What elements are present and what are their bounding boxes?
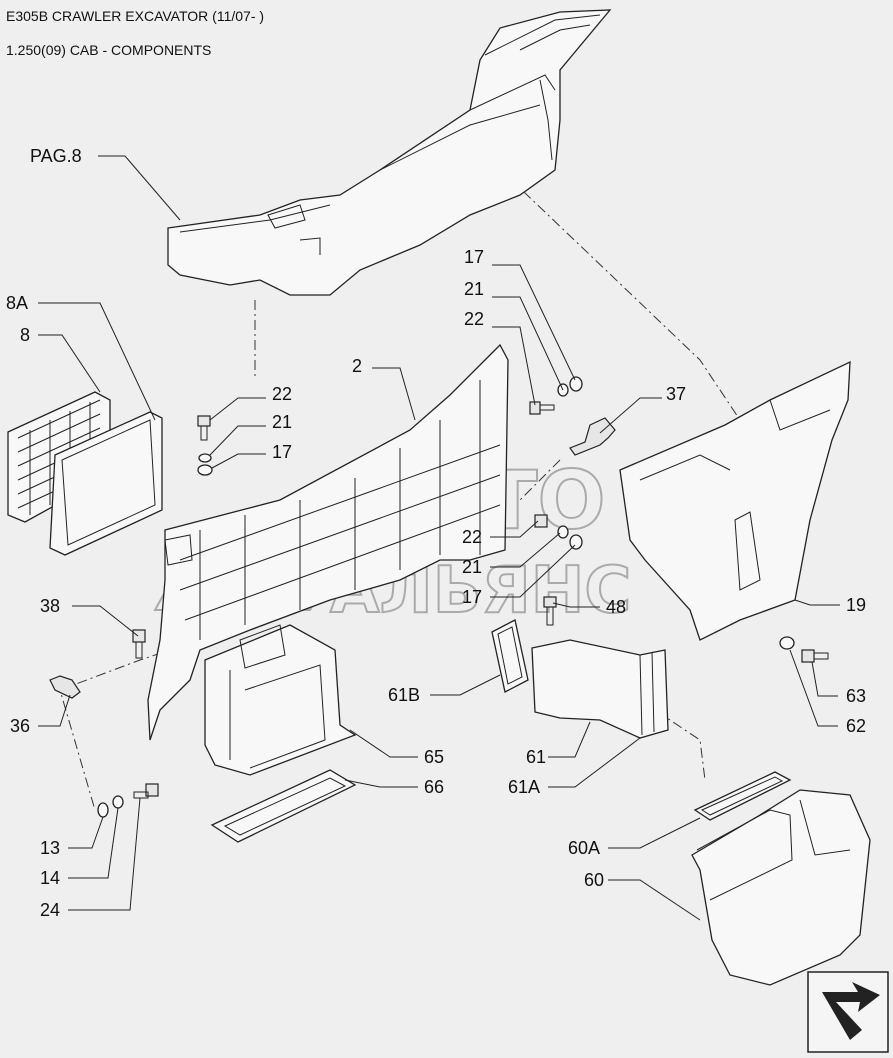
label-62[interactable]: 62 — [846, 716, 866, 736]
washer-21-mid — [557, 525, 569, 539]
part-19-side-duct — [619, 360, 851, 641]
screw-63 — [801, 649, 829, 663]
label-24[interactable]: 24 — [40, 900, 60, 920]
screw-22-left — [197, 415, 211, 441]
label-13[interactable]: 13 — [40, 838, 60, 858]
screw-48 — [543, 596, 557, 626]
label-63[interactable]: 63 — [846, 686, 866, 706]
label-17-left[interactable]: 17 — [272, 442, 292, 462]
label-pag8[interactable]: PAG.8 — [30, 146, 82, 166]
leader-lines — [38, 155, 840, 921]
part-36-clip — [49, 675, 81, 699]
washer-62 — [779, 636, 795, 650]
label-65[interactable]: 65 — [424, 747, 444, 767]
screw-22-top — [529, 401, 555, 415]
part-65-blower-housing — [204, 624, 357, 776]
diagram-subtitle: 1.250(09) CAB - COMPONENTS — [6, 42, 212, 58]
part-61-duct-elbow — [531, 639, 669, 739]
label-14[interactable]: 14 — [40, 868, 60, 888]
label-22-mid[interactable]: 22 — [462, 527, 482, 547]
part-pag8-upper-trim — [167, 9, 612, 296]
label-17-top[interactable]: 17 — [464, 247, 484, 267]
label-22-left[interactable]: 22 — [272, 384, 292, 404]
label-21-left[interactable]: 21 — [272, 412, 292, 432]
diagram-title: E305B CRAWLER EXCAVATOR (11/07- ) — [6, 8, 265, 24]
label-37[interactable]: 37 — [666, 384, 686, 404]
fasteners — [97, 376, 829, 818]
screw-38 — [132, 629, 146, 659]
part-60-lower-duct — [691, 789, 871, 986]
label-19[interactable]: 19 — [846, 595, 866, 615]
label-48[interactable]: 48 — [606, 597, 626, 617]
label-2[interactable]: 2 — [352, 356, 362, 376]
label-61[interactable]: 61 — [526, 747, 546, 767]
label-38[interactable]: 38 — [40, 596, 60, 616]
label-8a[interactable]: 8A — [6, 293, 28, 313]
screw-22-mid — [534, 514, 548, 528]
washer-13 — [97, 802, 109, 818]
washer-21-left — [198, 453, 212, 463]
label-17-mid[interactable]: 17 — [462, 587, 482, 607]
label-36[interactable]: 36 — [10, 716, 30, 736]
label-60[interactable]: 60 — [584, 870, 604, 890]
part-labels: PAG.8 8A 8 2 17 21 22 22 21 17 37 22 21 … — [6, 146, 866, 920]
label-60a[interactable]: 60A — [568, 838, 600, 858]
label-8[interactable]: 8 — [20, 325, 30, 345]
label-21-top[interactable]: 21 — [464, 279, 484, 299]
part-60a-gasket — [693, 771, 792, 821]
washer-17-mid — [569, 534, 583, 550]
part-8a-filter-frame — [49, 411, 163, 556]
washer-17-left — [197, 464, 213, 476]
part-2-rear-panel — [147, 343, 509, 741]
part-66-gasket — [210, 769, 357, 843]
arrow-next-page-icon[interactable] — [807, 971, 889, 1053]
label-21-mid[interactable]: 21 — [462, 557, 482, 577]
label-61b[interactable]: 61B — [388, 685, 420, 705]
part-37-bracket — [569, 417, 616, 456]
label-22-top[interactable]: 22 — [464, 309, 484, 329]
washer-17-top — [569, 376, 583, 392]
part-61b-seal — [491, 619, 529, 693]
label-66[interactable]: 66 — [424, 777, 444, 797]
screw-24 — [133, 783, 159, 799]
label-61a[interactable]: 61A — [508, 777, 540, 797]
washer-14 — [112, 795, 124, 809]
